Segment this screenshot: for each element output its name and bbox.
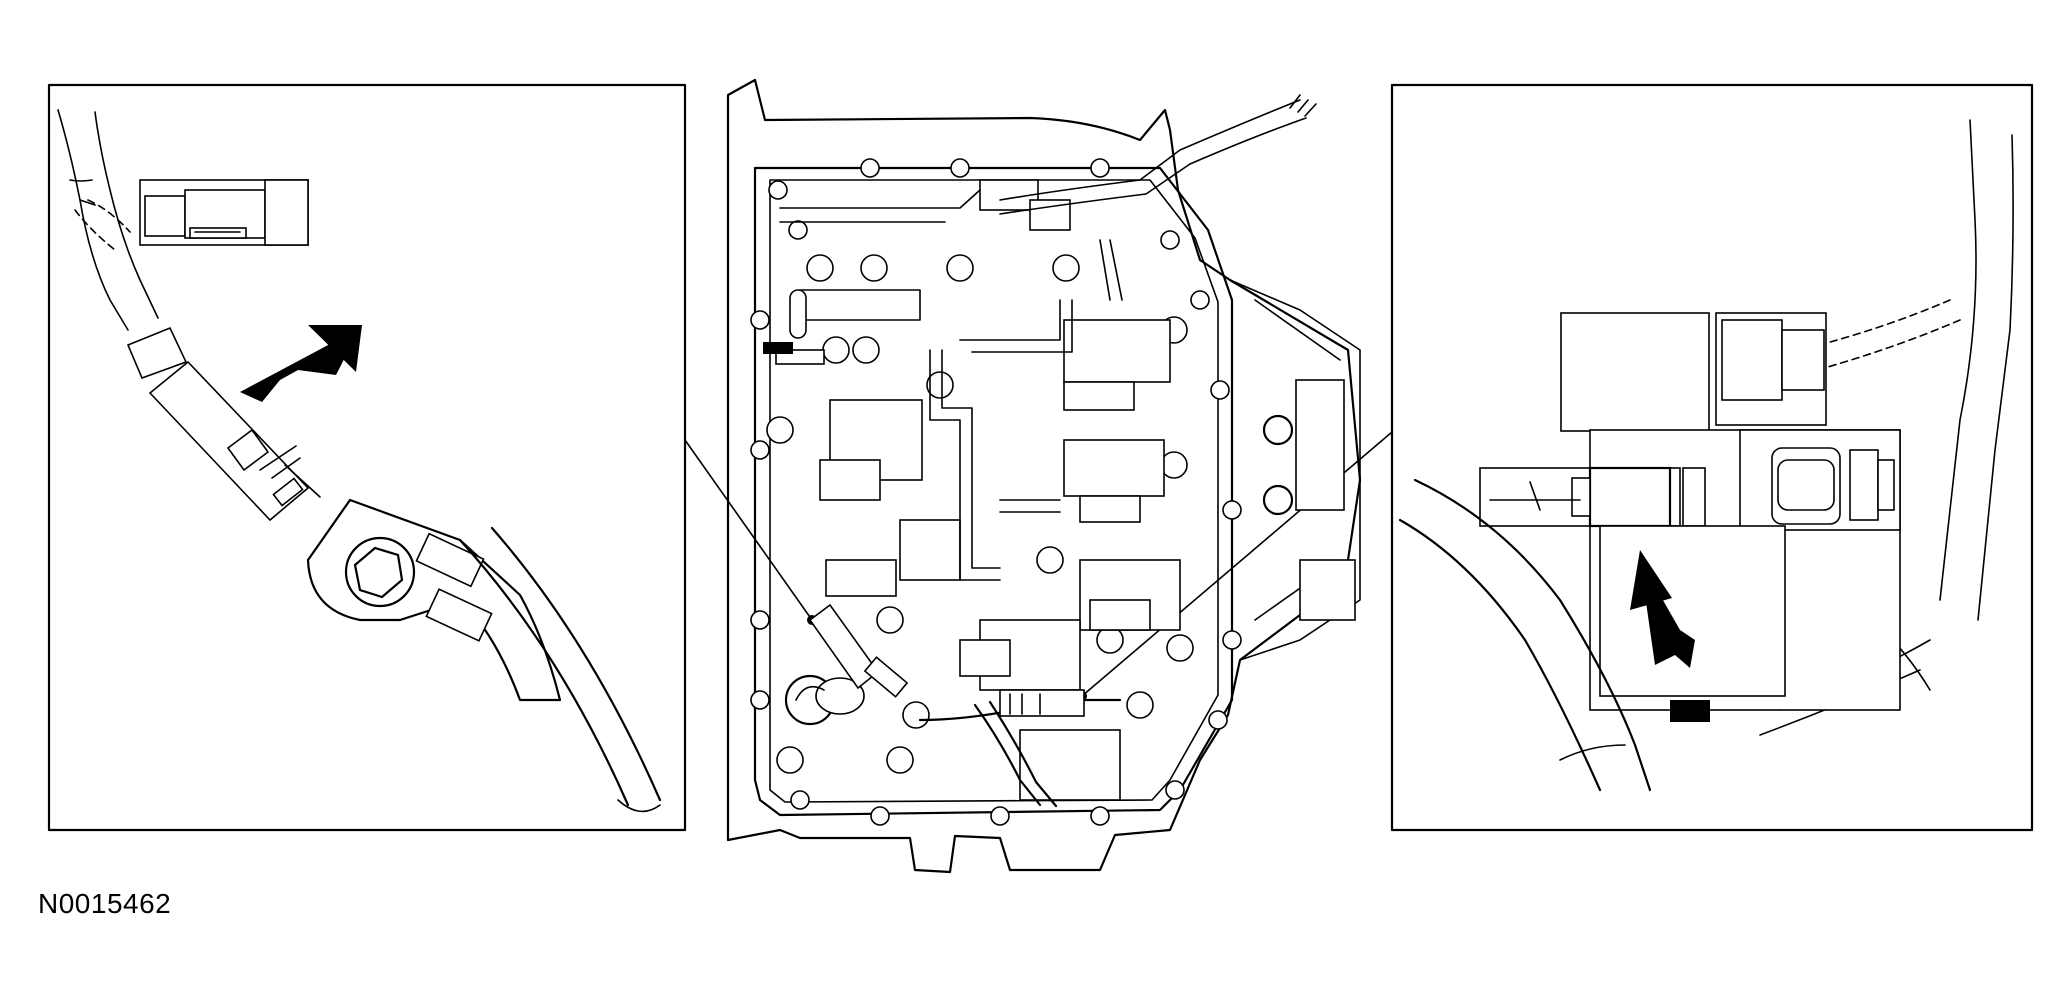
wiring-harness [57,109,159,331]
target-connector [126,326,321,522]
harness-lower [918,689,1122,808]
lower-solenoid [1599,525,1786,722]
arrow-down-left-icon [240,325,362,402]
perimeter-bolts [750,158,1294,826]
fluid-passages [775,189,1123,581]
harness-exit [999,94,1317,215]
upper-solenoid [1560,312,1827,432]
arrow-up-icon [1630,550,1695,668]
center-target-connector [808,603,909,698]
solenoids [819,179,1181,801]
inner-bolts [766,254,1194,774]
tube-right [1398,478,1652,792]
figure-id-label: N0015462 [38,888,172,919]
bracket [306,498,562,702]
center-valve-body-overview [726,78,1362,874]
upper-connector [139,179,309,246]
right-target-connector [1479,466,1706,528]
valve-body-marking-icon [763,342,793,354]
right-detail-inset [1390,83,2034,832]
tube [458,526,662,813]
left-detail-inset [47,83,687,832]
round-valve [784,674,865,726]
